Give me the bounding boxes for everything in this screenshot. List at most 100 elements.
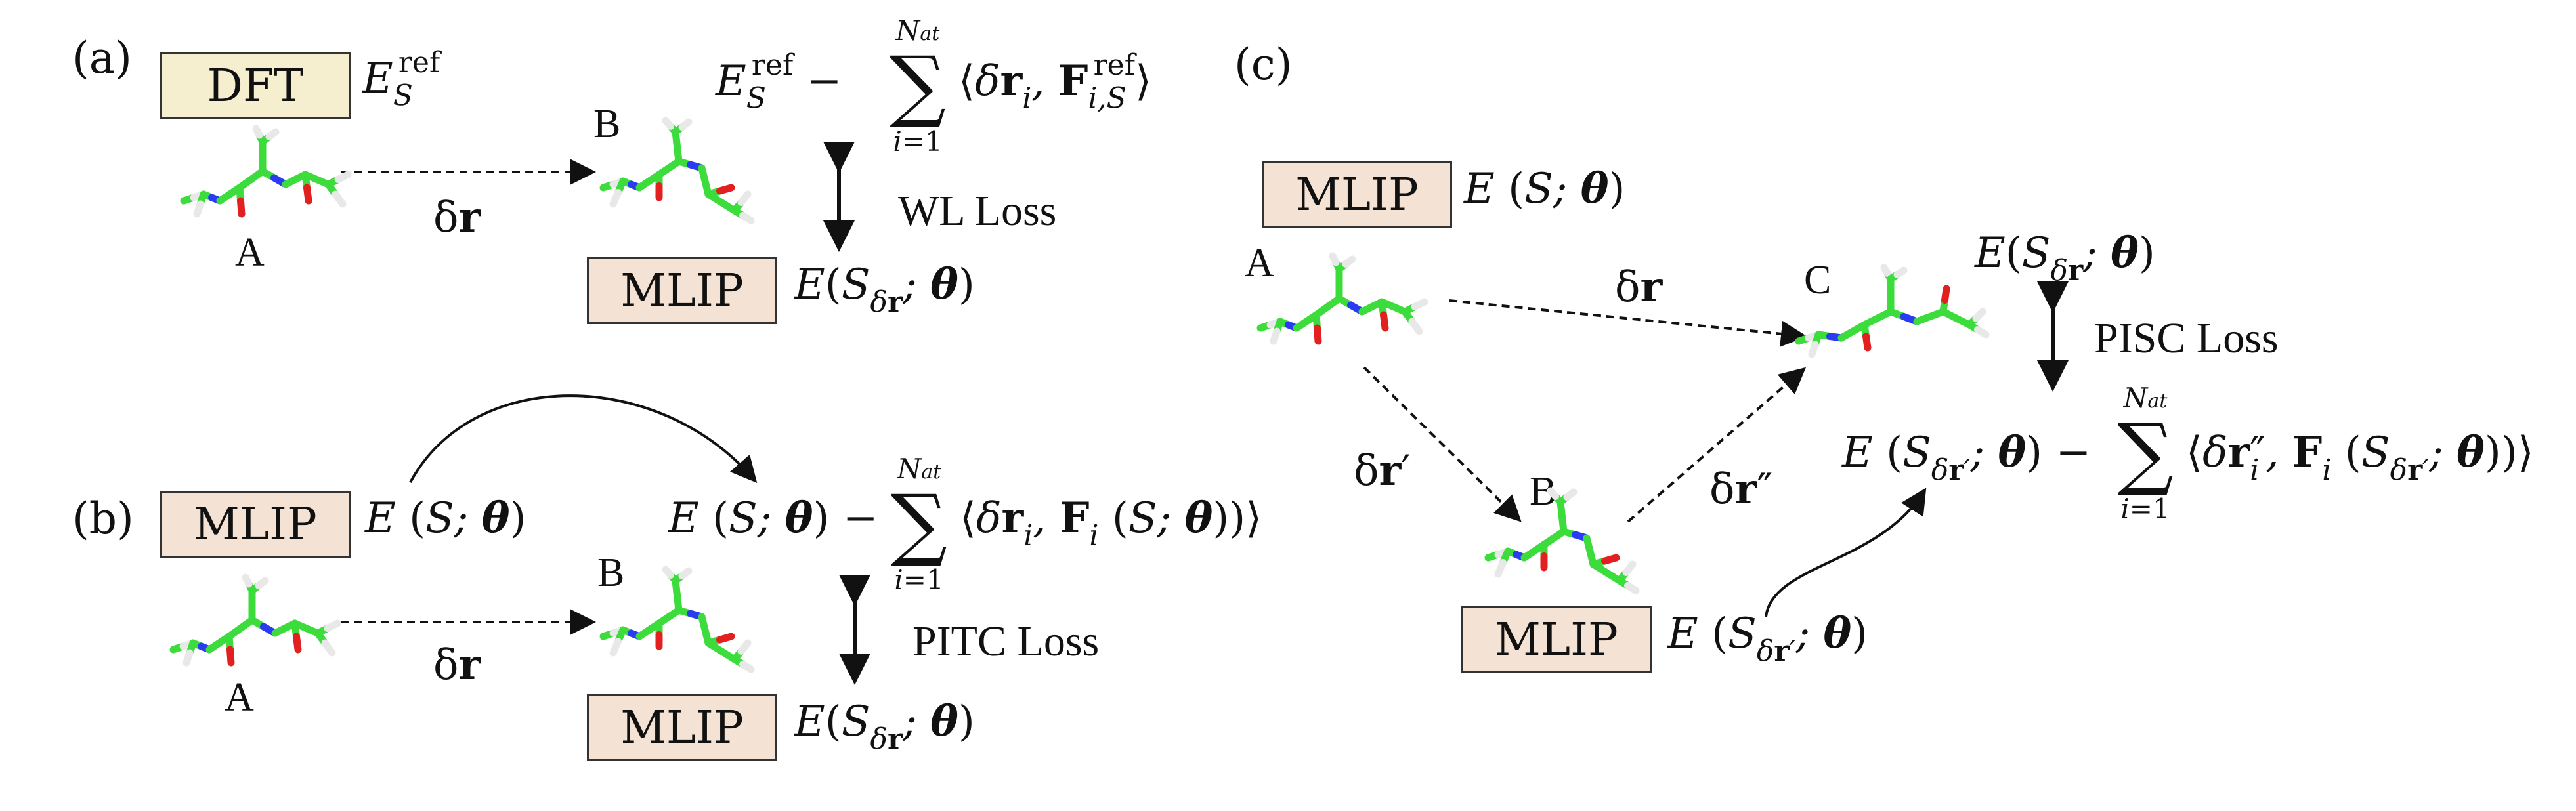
molecule-icon (1795, 264, 1990, 358)
molecule-icon (180, 125, 352, 218)
molecule-bond (332, 190, 347, 208)
dft-box-label: DFT (207, 60, 304, 112)
wl-inner-product: ⟨δri, Fi,Sref⟩ (958, 49, 1151, 115)
point-a-label: A (1245, 241, 1274, 285)
molecule-bond (1862, 333, 1872, 352)
pisc-loss-label: PISC Loss (2094, 314, 2279, 362)
mlip-box-b-top: MLIP (160, 491, 351, 558)
molecule-bond (1880, 264, 1891, 277)
molecule-icon (1484, 487, 1640, 594)
molecule-bond (609, 638, 622, 657)
point-a-label: A (235, 230, 265, 275)
panel-label-c: (c) (1234, 39, 1293, 90)
mlip-energy-perturbed-b: E(Sδr; θ) (794, 697, 975, 756)
pitc-loss-label: PITC Loss (912, 617, 1100, 665)
sum-symbol-b: Nat ∑ i=1 (891, 453, 947, 596)
mlip-box-a: MLIP (587, 257, 777, 324)
molecule-bond (1563, 488, 1578, 501)
molecule-bond (1329, 252, 1340, 266)
mlip-energy-b: E (S; θ) (365, 493, 526, 543)
panel-label-a: (a) (72, 33, 132, 83)
point-b-label: B (593, 102, 621, 146)
molecule-bond (739, 212, 755, 224)
point-b-label: B (597, 551, 625, 595)
molecule-bond (324, 619, 341, 632)
molecule-bond (1380, 311, 1389, 332)
molecule-bond (303, 184, 312, 205)
molecule-bond (1547, 487, 1559, 500)
molecule-bond (739, 661, 755, 673)
molecule-bond (252, 125, 263, 139)
molecule-icon (599, 566, 755, 673)
molecule-bond (678, 118, 693, 131)
molecule-bond (662, 566, 674, 579)
dr-dprime-label: δr″ (1709, 465, 1773, 514)
molecule-bond (265, 128, 280, 140)
molecule-icon (1256, 252, 1428, 345)
mlip-box-label: MLIP (620, 701, 744, 754)
energy-ref-label: ESref (362, 46, 440, 113)
molecule-bond (334, 171, 352, 183)
molecule-icon (169, 573, 341, 667)
mlip-energy-perturbed-c: E (Sδr′; θ) (1667, 609, 1868, 668)
molecule-bond (1972, 308, 1986, 322)
molecule-bond (716, 633, 735, 644)
molecule-bond (609, 189, 622, 208)
arrow-curved-icon (1765, 488, 1927, 617)
molecule-bond (1408, 318, 1423, 335)
molecule-bond (293, 633, 302, 654)
panel-label-b: (b) (72, 493, 134, 544)
molecule-bond (1342, 255, 1356, 268)
molecule-bond (716, 184, 735, 195)
molecule-bond (321, 639, 336, 657)
molecule-bond (1314, 324, 1322, 345)
mlip-energy-perturbed-a: E(Sδr; θ) (794, 260, 975, 319)
wl-target-expression: ESref − (716, 49, 842, 115)
sum-symbol-c: Nat ∑ i=1 (2117, 382, 2174, 525)
dft-box: DFT (160, 52, 351, 119)
pitc-target-expression: E (S; θ) − (668, 493, 878, 543)
molecule-bond (1601, 554, 1620, 565)
molecule-bond (226, 646, 235, 667)
mlip-box-label: MLIP (194, 498, 317, 551)
dr-label: δr (433, 193, 481, 242)
mlip-box-label: MLIP (620, 264, 744, 317)
molecule-icon (599, 117, 755, 224)
molecule-bond (1411, 298, 1428, 310)
molecule-bond (1893, 266, 1908, 278)
point-c-label: C (1804, 258, 1832, 302)
molecule-bond (237, 197, 246, 218)
molecule-bond (737, 190, 752, 206)
molecule-bond (182, 649, 194, 667)
molecule-bond (1622, 560, 1637, 576)
mlip-box-b-bottom: MLIP (587, 694, 777, 761)
sum-symbol-a: Nat ∑ i=1 (890, 14, 946, 157)
dr-prime-label: δr′ (1354, 446, 1411, 495)
arrow-dashed-icon (1363, 366, 1522, 522)
dr-label: δr (1615, 262, 1663, 312)
point-a-label: A (225, 675, 254, 720)
molecule-bond (242, 573, 253, 588)
molecule-bond (662, 117, 674, 130)
mlip-energy-c: E (S; θ) (1464, 164, 1625, 213)
mlip-box-label: MLIP (1295, 169, 1419, 221)
pitc-inner-product: ⟨δri, Fi (S; θ))⟩ (960, 493, 1262, 552)
molecule-bond (1808, 341, 1819, 358)
mlip-box-label: MLIP (1495, 613, 1618, 666)
molecule-bond (1270, 327, 1281, 345)
wl-loss-label: WL Loss (898, 187, 1057, 235)
molecule-bond (737, 639, 752, 655)
energy-perturbed-c: E(Sδr; θ) (1975, 228, 2155, 287)
molecule-bond (678, 567, 693, 579)
molecule-bond (1974, 326, 1990, 339)
mlip-box-c-bottom: MLIP (1461, 606, 1652, 673)
arrow-dashed-icon (1449, 299, 1807, 347)
pisc-inner-product: ⟨δri″, Fi (Sδr′; θ))⟩ (2186, 428, 2534, 487)
molecule-bond (255, 577, 269, 589)
molecule-bond (193, 200, 204, 218)
pisc-target-expression: E (Sδr′; θ) − (1842, 428, 2092, 487)
dr-label: δr (433, 640, 481, 690)
molecule-bond (1624, 582, 1640, 594)
molecule-bond (1494, 559, 1507, 578)
